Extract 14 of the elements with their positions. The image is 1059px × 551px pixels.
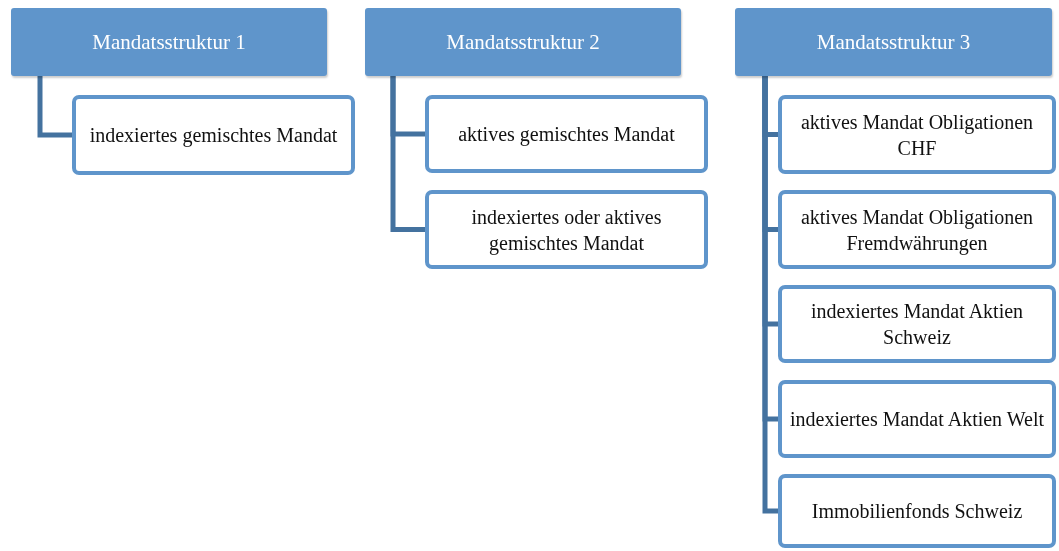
header-box: Mandatsstruktur 1 — [11, 8, 327, 76]
mandate-box: aktives Mandat Obligationen CHF — [778, 95, 1056, 174]
mandate-box: indexiertes Mandat Aktien Schweiz — [778, 285, 1056, 363]
connector-line — [390, 76, 425, 232]
mandate-box: indexiertes Mandat Aktien Welt — [778, 380, 1056, 458]
mandate-box: indexiertes oder aktives gemischtes Mandat — [425, 190, 708, 269]
mandate-box: Immobilienfonds Schweiz — [778, 474, 1056, 548]
connector-line — [762, 76, 778, 514]
connector-line — [37, 76, 72, 138]
header-box: Mandatsstruktur 3 — [735, 8, 1052, 76]
header-box: Mandatsstruktur 2 — [365, 8, 681, 76]
mandate-box: aktives Mandat Obligationen Fremdwährungen — [778, 190, 1056, 269]
mandate-box: indexiertes gemischtes Mandat — [72, 95, 355, 175]
mandate-box: aktives gemischtes Mandat — [425, 95, 708, 173]
